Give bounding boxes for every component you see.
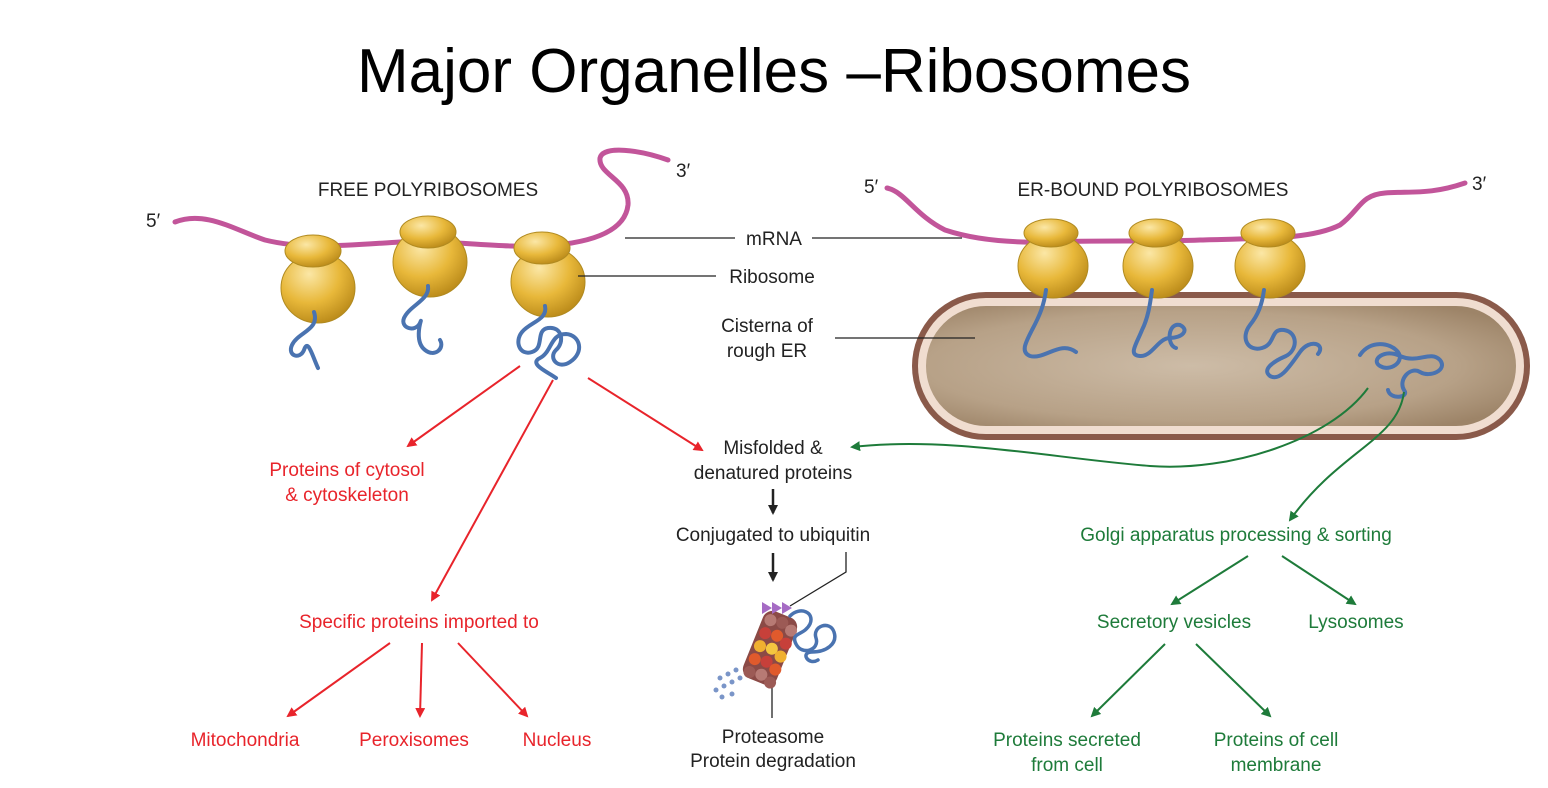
arrow-to-mitochondria	[286, 642, 391, 718]
slide-title: Major Organelles –Ribosomes	[357, 37, 1191, 106]
cytosol-label-line2: & cytoskeleton	[285, 485, 409, 506]
arrow-to-misfolded	[587, 377, 704, 452]
cytosol-label-line1: Proteins of cytosol	[269, 460, 424, 481]
proteasome-illustration	[713, 602, 837, 700]
protein-chain-free-3	[516, 304, 582, 380]
er-mrna-strand	[884, 180, 1468, 245]
er-ribosome-3	[1234, 218, 1306, 299]
protein-chain-er-2	[1131, 288, 1187, 358]
free-ribosome-1	[280, 234, 356, 324]
er-mrna-5-prime-end: 5′	[864, 177, 879, 198]
arrow-er-to-golgi	[1288, 391, 1405, 522]
protein-chain-free-1	[288, 310, 320, 370]
imported-proteins-label: Specific proteins imported to	[299, 612, 539, 633]
lysosomes-label: Lysosomes	[1308, 612, 1403, 633]
label-leader-lines	[578, 237, 975, 339]
free-mrna-3-prime-end: 3′	[676, 161, 691, 182]
secreted-proteins-label-line1: Proteins secreted	[993, 730, 1141, 751]
arrow-to-secretory	[1170, 555, 1249, 606]
free-ribosome-2	[392, 215, 468, 298]
ubiquitin-leader-line	[789, 552, 847, 607]
free-polyribosomes-header: FREE POLYRIBOSOMES	[318, 180, 538, 201]
cisterna-label-line1: Cisterna of	[721, 316, 814, 337]
free-ribosome-3	[510, 231, 586, 318]
nucleus-label: Nucleus	[523, 730, 592, 751]
protein-chain-er-lumen	[1358, 342, 1444, 399]
arrow-er-to-misfolded	[850, 387, 1369, 468]
arrow-to-membrane	[1195, 643, 1272, 718]
conjugated-ubiquitin-label: Conjugated to ubiquitin	[676, 525, 870, 546]
cisterna-label-line2: rough ER	[727, 341, 807, 362]
secreted-proteins-label-line2: from cell	[1031, 755, 1103, 776]
arrow-to-lysosomes	[1281, 555, 1357, 606]
er-bound-polyribosomes-header: ER-BOUND POLYRIBOSOMES	[1018, 180, 1289, 201]
misfolded-label-line1: Misfolded &	[723, 438, 823, 459]
er-ribosome-2	[1122, 218, 1194, 299]
peroxisomes-label: Peroxisomes	[359, 730, 469, 751]
er-ribosome-1	[1017, 218, 1089, 299]
arrow-to-peroxisomes	[415, 642, 426, 718]
golgi-processing-label: Golgi apparatus processing & sorting	[1080, 525, 1392, 546]
arrow-to-nucleus	[457, 642, 529, 718]
mitochondria-label: Mitochondria	[191, 730, 300, 751]
protein-degradation-label: Protein degradation	[690, 751, 856, 772]
free-mrna-5-prime-end: 5′	[146, 211, 161, 232]
secretory-vesicles-label: Secretory vesicles	[1097, 612, 1251, 633]
arrow-to-cytosol	[406, 365, 521, 448]
membrane-proteins-label-line1: Proteins of cell	[1214, 730, 1339, 751]
protein-chain-er-1	[1022, 288, 1078, 359]
protein-chain-er-3	[1243, 288, 1322, 380]
substrate-protein-chain	[788, 609, 837, 664]
arrow-to-secreted	[1090, 643, 1166, 718]
misfolded-label-line2: denatured proteins	[694, 463, 852, 484]
ribosome-label: Ribosome	[729, 267, 815, 288]
rough-er-cisterna	[912, 292, 1530, 440]
peptide-fragments	[713, 667, 743, 700]
mrna-label: mRNA	[746, 229, 802, 250]
arrow-to-imported	[431, 379, 554, 602]
er-mrna-3-prime-end: 3′	[1472, 174, 1487, 195]
proteasome-label: Proteasome	[722, 727, 824, 748]
membrane-proteins-label-line2: membrane	[1231, 755, 1322, 776]
ubiquitin-tag	[762, 602, 792, 614]
protein-chain-free-2	[401, 284, 444, 355]
